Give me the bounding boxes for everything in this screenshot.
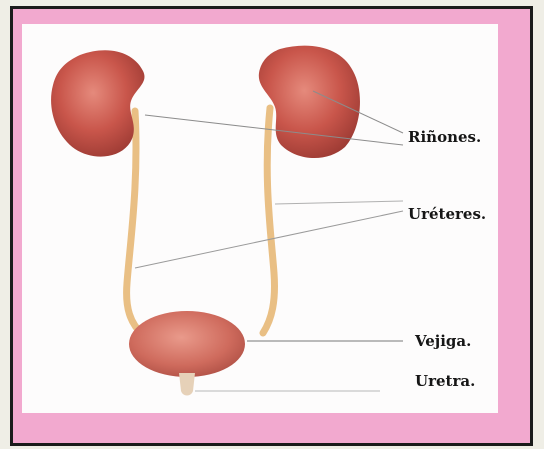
urethra bbox=[179, 373, 195, 396]
left-kidney bbox=[51, 50, 144, 156]
right-ureter bbox=[263, 108, 275, 333]
label-ureters: Uréteres. bbox=[408, 205, 486, 223]
ureter-pointer-right bbox=[275, 201, 403, 204]
label-bladder: Vejiga. bbox=[415, 332, 471, 350]
kidney-pointer-left bbox=[145, 115, 403, 145]
label-kidneys: Riñones. bbox=[408, 128, 481, 146]
right-kidney bbox=[259, 46, 360, 158]
label-urethra: Uretra. bbox=[415, 372, 475, 390]
urinary-system-diagram bbox=[35, 33, 511, 422]
bladder bbox=[129, 311, 245, 377]
left-ureter bbox=[127, 111, 143, 335]
